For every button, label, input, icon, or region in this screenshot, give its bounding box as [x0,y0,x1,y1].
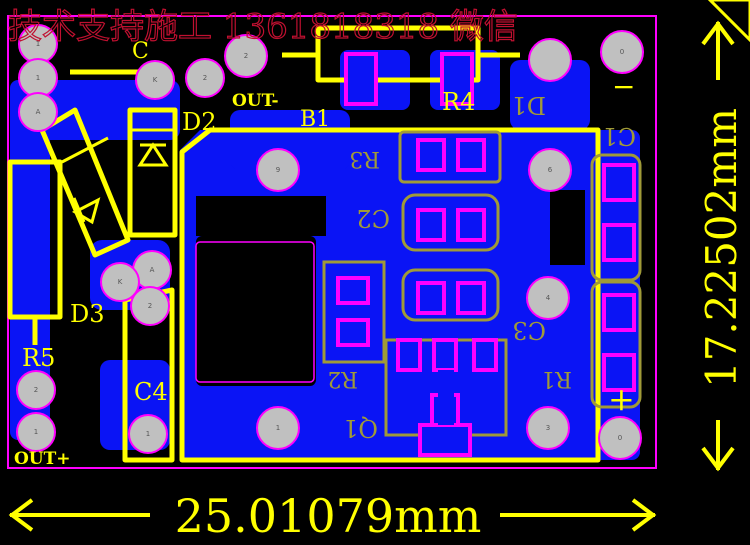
label-r1: R1 [541,366,572,391]
smd-pads [336,52,636,457]
pad-label: 9 [276,166,280,174]
pad-label: 1 [36,74,40,82]
pad-label: 3 [546,424,550,432]
height-dimension [701,20,735,472]
label-c3: C3 [512,316,546,344]
copper-clearance [196,190,585,386]
width-dimension [8,498,657,532]
pad-label: 2 [203,74,207,82]
pad-label: 1 [276,424,280,432]
label-out-plus: OUT+ [14,449,71,469]
label-c1: C1 [602,122,636,150]
pad-label: 6 [548,166,553,174]
pad-label: 0 [618,434,622,442]
diode-d3-icon [61,136,109,225]
corner-marker [707,0,750,43]
label-minus-sign: − [612,70,635,103]
pad-label: 4 [546,294,551,302]
height-dimension-label: 17.22502mm [697,108,746,388]
pad-label: 1 [34,428,38,436]
header-watermark: 技术支持施工 1361818318 微信 [8,7,518,47]
label-d1: D1 [511,91,546,119]
pad-label: A [150,266,155,274]
pad-label: 1 [146,430,150,438]
pad-label: K [118,278,123,286]
label-r5: R5 [22,344,55,372]
label-plus-sign: + [608,380,635,418]
pad-label: 2 [244,52,248,60]
courtyard-outline [195,241,315,383]
pad-label: A [36,108,41,116]
label-d2: D2 [182,108,217,136]
label-b1: B1 [300,107,330,132]
pad-label: 2 [34,386,38,394]
diode-d2-icon [132,128,175,167]
label-r4: R4 [442,88,475,116]
pad-label: K [153,76,158,84]
label-r2: R2 [327,366,358,391]
label-out-minus: OUT- [232,91,279,111]
label-c2: C2 [356,204,390,232]
pad-label: 1 [36,40,40,48]
pad-label: 2 [148,302,152,310]
q1-trace [438,370,454,425]
label-q1: Q1 [343,414,378,442]
tht-pads: 1 1 K 2 2 0 A 9 6 A K 2 4 2 1 1 1 3 [16,24,644,460]
label-c4: C4 [134,378,168,406]
label-r3: R3 [349,146,380,171]
pad-label: 0 [620,48,624,56]
width-dimension-label: 25.01079mm [175,489,482,543]
label-d3: D3 [70,300,105,328]
label-c1-top: C [132,39,149,64]
